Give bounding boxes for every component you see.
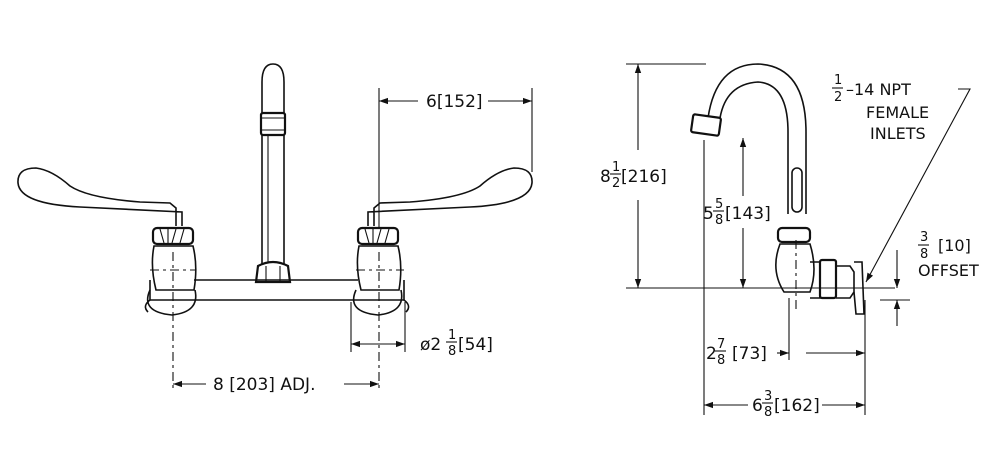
offset-label: OFFSET bbox=[918, 261, 979, 280]
dim-inlet-metric: [73] bbox=[732, 344, 767, 364]
dim-wall-flange-num: 1 bbox=[448, 328, 456, 343]
inlets-line1: FEMALE bbox=[866, 103, 929, 122]
dim-spout-den: 8 bbox=[715, 213, 723, 228]
dim-handle-reach: 6[152] bbox=[378, 88, 533, 228]
dim-wall-flange-den: 8 bbox=[448, 344, 456, 359]
dim-spout-num: 5 bbox=[715, 197, 723, 212]
inlets-line2: INLETS bbox=[870, 124, 926, 143]
dim-handle-reach-label: 6[152] bbox=[426, 92, 483, 112]
left-wall-flange bbox=[146, 289, 197, 316]
side-spout bbox=[690, 63, 807, 214]
dim-spout-whole: 5 bbox=[703, 204, 714, 224]
dim-height-den: 2 bbox=[612, 176, 620, 191]
dim-wall-flange-whole: ø2 bbox=[420, 335, 441, 355]
right-wall-flange bbox=[352, 289, 403, 316]
offset-den: 8 bbox=[920, 247, 928, 262]
left-wrist-blade-handle bbox=[17, 167, 183, 226]
dim-centers: 8 [203] ADJ. bbox=[173, 375, 379, 395]
dim-overall-height: 8 1 2 [216] bbox=[600, 64, 667, 288]
dim-overall-den: 8 bbox=[764, 405, 772, 420]
dim-spout-metric: [143] bbox=[725, 204, 771, 224]
npt-den: 2 bbox=[834, 90, 842, 105]
dim-inlet-den: 8 bbox=[717, 353, 725, 368]
offset-callout: 3 8 [10] OFFSET bbox=[893, 230, 979, 326]
dim-overall-depth: 6 3 8 [162] bbox=[704, 389, 865, 420]
dim-overall-whole: 6 bbox=[752, 396, 763, 416]
offset-metric: [10] bbox=[938, 236, 971, 255]
side-view: 8 1 2 [216] 5 5 8 [143] 2 7 8 [73] bbox=[600, 63, 979, 420]
dim-height-whole: 8 bbox=[600, 167, 611, 187]
dim-inlet-whole: 2 bbox=[706, 344, 717, 364]
right-valve-bonnet bbox=[356, 226, 402, 291]
offset-num: 3 bbox=[920, 230, 928, 245]
dim-wall-flange-metric: [54] bbox=[458, 335, 493, 355]
npt-callout: 1 2 –14 NPT FEMALE INLETS bbox=[832, 73, 971, 283]
dim-centers-label: 8 [203] ADJ. bbox=[213, 375, 315, 395]
npt-num: 1 bbox=[834, 73, 842, 88]
dim-height-metric: [216] bbox=[621, 167, 667, 187]
dim-overall-metric: [162] bbox=[774, 396, 820, 416]
npt-label: –14 NPT bbox=[846, 80, 911, 99]
dim-spout-height: 5 5 8 [143] bbox=[703, 138, 771, 288]
faucet-body bbox=[144, 279, 410, 313]
left-valve-bonnet bbox=[151, 226, 197, 291]
dim-height-num: 1 bbox=[612, 160, 620, 175]
dim-inlet-distance: 2 7 8 [73] bbox=[706, 337, 865, 368]
dim-overall-num: 3 bbox=[764, 389, 772, 404]
dim-wall-flange: ø2 1 8 [54] bbox=[350, 302, 493, 359]
center-lines bbox=[150, 252, 404, 390]
dim-inlet-num: 7 bbox=[717, 337, 725, 352]
right-wrist-blade-handle bbox=[367, 167, 533, 226]
spout bbox=[254, 63, 292, 284]
front-view: 6[152] ø2 1 8 [54] 8 [203] ADJ. bbox=[17, 63, 533, 395]
